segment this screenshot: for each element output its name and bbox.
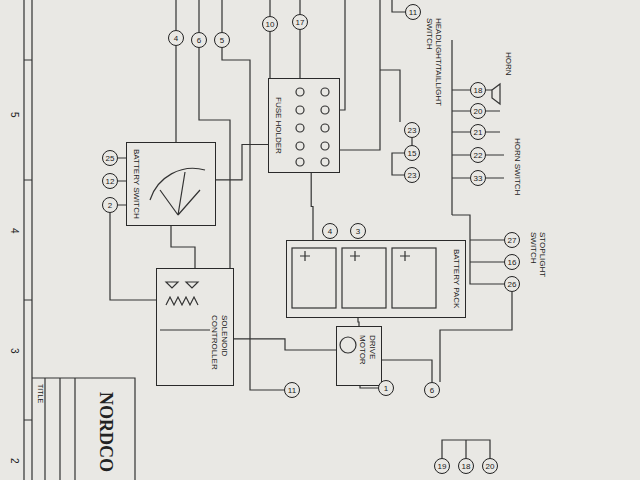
callout-number: 11 [284,382,300,398]
wire-connector [216,145,268,180]
callout-number: 18 [458,458,474,474]
battery-terminal-mark [300,251,410,261]
battery-symbol [342,248,386,308]
callout-number: 4 [168,30,184,46]
callout-number: 1 [378,380,394,396]
callout-number: 3 [350,223,366,239]
component-box: BATTERY SWITCH [126,142,216,226]
horn-symbol [492,84,500,104]
component-box: BATTERY PACK [286,240,466,318]
callout-number: 18 [470,82,486,98]
callout-number: 21 [470,124,486,140]
callout-number: 6 [191,32,207,48]
company-name: NORDCO [94,392,116,472]
callout-number: 17 [292,14,308,30]
wire-connector [234,339,336,350]
callout-number: 25 [102,150,118,166]
callout-number: 2 [102,197,118,213]
callout-number: 26 [504,276,520,292]
battery-switch-symbol [150,168,205,215]
callout-number: 12 [102,173,118,189]
callout-number: 33 [470,170,486,186]
callout-number: 23 [404,167,420,183]
part-label: HEADLIGHT/TAILLIGHT SWITCH [424,18,443,128]
wire [340,0,380,150]
margin-index: 5 [8,112,20,118]
frame-tick [24,60,32,420]
callout-number: 4 [322,223,338,239]
callout-number: 22 [470,147,486,163]
margin-index: 3 [8,348,20,354]
wire [442,440,490,458]
motor-symbol [340,337,356,353]
wire-connector [171,226,195,268]
part-label: HORN SWITCH [512,138,522,195]
component-label: BATTERY SWITCH [131,149,141,219]
wire [452,40,470,215]
component-label: FUSE HOLDER [273,97,283,154]
callout-number: 20 [470,103,486,119]
callout-number: 23 [404,122,420,138]
wire [222,0,284,390]
part-label: HORN [503,52,513,76]
wire [269,0,270,78]
callout-number: 19 [434,458,450,474]
wire [392,0,405,12]
component-label: DRIVE MOTOR [358,335,377,381]
wire-connector [358,318,359,326]
title-block-text: TITLE [36,384,44,403]
battery-symbol [292,248,336,308]
callout-number: 27 [504,232,520,248]
callout-number: 6 [424,382,440,398]
component-label: SOLENOID CONTROLLER [210,315,229,381]
component-box: SOLENOID CONTROLLER [156,268,234,386]
part-label: STOPLIGHT SWITCH [528,232,547,302]
wire-connector [311,173,313,240]
wire [175,0,176,142]
component-box: DRIVE MOTOR [336,326,382,386]
callout-number: 20 [482,458,498,474]
battery-symbol [392,248,436,308]
wire [486,90,504,178]
fuse-terminals [296,88,329,166]
component-box: FUSE HOLDER [268,78,340,173]
margin-index: 4 [8,228,20,234]
wire [299,0,300,78]
callout-number: 16 [504,254,520,270]
callout-number: 10 [262,16,278,32]
solenoid-coil-symbol [160,282,210,330]
margin-index: 2 [8,458,20,464]
component-label: BATTERY PACK [451,249,461,308]
frame-line [24,0,32,480]
callout-number: 15 [404,145,420,161]
callout-number: 11 [405,4,421,20]
callout-number: 5 [214,32,230,48]
title-block [32,378,135,480]
